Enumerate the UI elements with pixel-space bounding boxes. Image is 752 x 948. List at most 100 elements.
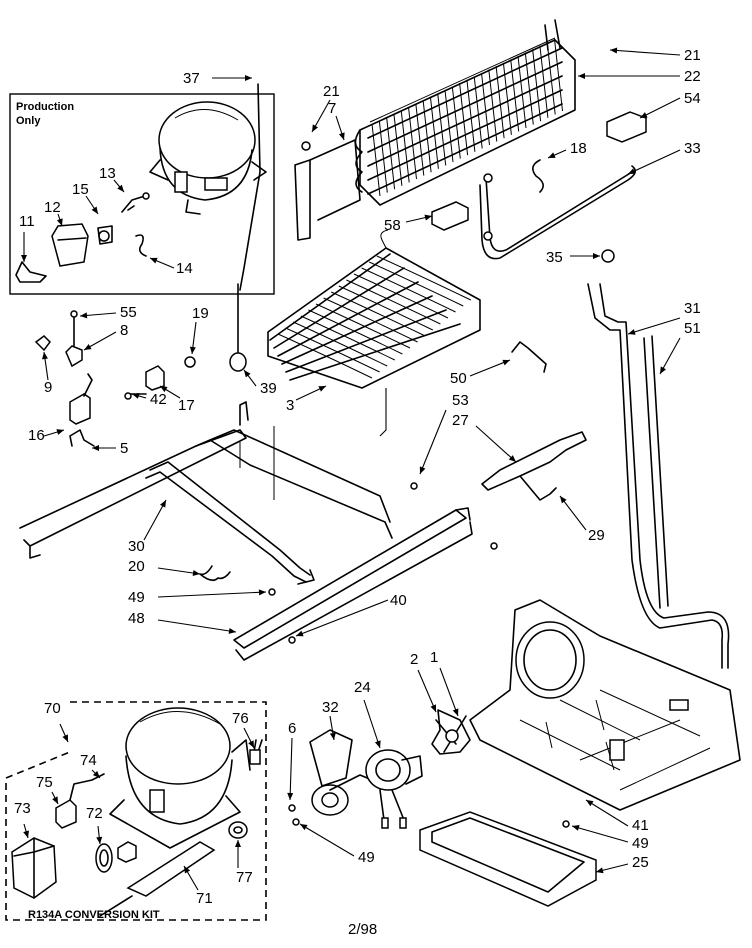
leader-line <box>299 823 355 857</box>
callout-number: 7 <box>328 100 336 117</box>
frame-rails <box>19 401 473 661</box>
kit-small-parts <box>11 739 263 917</box>
leader-arrowhead <box>192 570 200 576</box>
heater-bracket <box>481 431 587 501</box>
callout-number: 19 <box>192 305 209 322</box>
production-only-box: Production Only <box>9 93 275 295</box>
leader-arrowhead <box>150 257 158 264</box>
leader-line <box>585 799 629 827</box>
leader-line <box>559 495 587 531</box>
leader-arrowhead <box>245 75 252 81</box>
leader-arrowhead <box>42 352 48 360</box>
leader-arrowhead <box>300 824 308 831</box>
leader-arrowhead <box>548 152 556 158</box>
callout-number: 73 <box>14 800 31 817</box>
callout-number: 37 <box>183 70 200 87</box>
leader-arrowhead <box>160 386 168 393</box>
leader-arrowhead <box>572 825 580 831</box>
leader-arrowhead <box>660 366 667 374</box>
evaporator-coil-loop <box>315 303 411 349</box>
callout-number: 20 <box>128 558 145 575</box>
leader-arrowhead <box>628 168 636 174</box>
callout-number: 21 <box>684 47 701 64</box>
page-number: 2/98 <box>348 921 377 938</box>
callout-number: 53 <box>452 392 469 409</box>
evaporator-coil-loop <box>346 279 441 325</box>
leader-arrowhead <box>578 73 585 79</box>
callout-number: 29 <box>588 527 605 544</box>
leader-arrowhead <box>248 740 254 748</box>
evaporator-coil-loop <box>292 321 388 367</box>
callout-number: 21 <box>323 83 340 100</box>
leader-arrowhead <box>329 732 336 740</box>
callout-number: 9 <box>44 379 52 396</box>
leader-arrowhead <box>80 312 88 319</box>
callout-number: 15 <box>72 181 89 198</box>
evaporator-tube-row <box>289 323 461 381</box>
leader-arrowhead <box>244 370 251 378</box>
leader-arrowhead <box>132 393 140 399</box>
leader-arrowhead <box>374 740 381 748</box>
leader-line <box>419 409 447 475</box>
compressor-production <box>149 101 267 215</box>
leader-line <box>627 317 681 335</box>
leader-line <box>627 149 681 175</box>
leader-arrowhead <box>92 770 100 778</box>
leader-line <box>571 825 629 843</box>
condenser-tube <box>367 61 563 153</box>
leader-arrowhead <box>56 429 64 435</box>
evaporator-tube-row <box>273 267 405 349</box>
fan-shroud-bracket <box>469 599 741 811</box>
callout-number: 3 <box>286 397 294 414</box>
callout-number: 11 <box>19 213 35 230</box>
compressor-kit <box>109 707 251 849</box>
callout-number: 22 <box>684 68 701 85</box>
grommet-35 <box>601 249 615 263</box>
leader-arrowhead <box>117 184 124 192</box>
leader-arrowhead <box>235 840 241 847</box>
callout-number: 72 <box>86 805 103 822</box>
leader-arrowhead <box>593 253 600 259</box>
leader-arrowhead <box>318 386 326 392</box>
callout-number: 27 <box>452 412 469 429</box>
callout-number: 51 <box>684 320 701 337</box>
callout-number: 2 <box>410 651 418 668</box>
callout-number: 12 <box>44 199 61 216</box>
leader-line <box>157 619 237 633</box>
leader-arrowhead <box>419 466 426 474</box>
long-tubes <box>587 283 730 669</box>
leader-arrowhead <box>159 500 166 508</box>
leader-arrowhead <box>258 589 266 596</box>
callout-number: 49 <box>358 849 375 866</box>
callout-number: 40 <box>390 592 407 609</box>
leader-arrowhead <box>52 796 58 804</box>
leader-arrowhead <box>56 218 63 226</box>
leader-arrowhead <box>62 734 68 742</box>
screws <box>199 482 570 828</box>
callout-number: 18 <box>570 140 587 157</box>
evaporator-tube-row <box>269 253 391 341</box>
leader-line <box>289 737 293 801</box>
fan-motor-assembly <box>309 709 471 829</box>
callout-number: 32 <box>322 699 339 716</box>
leader-arrowhead <box>296 630 304 637</box>
leader-arrowhead <box>84 343 92 350</box>
leader-arrowhead <box>452 708 459 716</box>
evaporator-coil-loop <box>285 327 380 373</box>
callout-number: 1 <box>430 649 438 666</box>
callout-number: 17 <box>178 397 195 414</box>
callout-number: 41 <box>632 817 649 834</box>
callout-number: 76 <box>232 710 249 727</box>
connector-blocks <box>431 111 647 231</box>
callout-number: 16 <box>28 427 45 444</box>
leader-line <box>609 49 681 56</box>
callout-number: 39 <box>260 380 277 397</box>
hook-50 <box>511 341 547 373</box>
callout-number: 14 <box>176 260 193 277</box>
leader-arrowhead <box>228 627 236 634</box>
leader-arrowhead <box>502 359 510 366</box>
callout-number: 71 <box>196 890 213 907</box>
callout-number: 8 <box>120 322 128 339</box>
relay-overload-parts <box>15 192 150 283</box>
